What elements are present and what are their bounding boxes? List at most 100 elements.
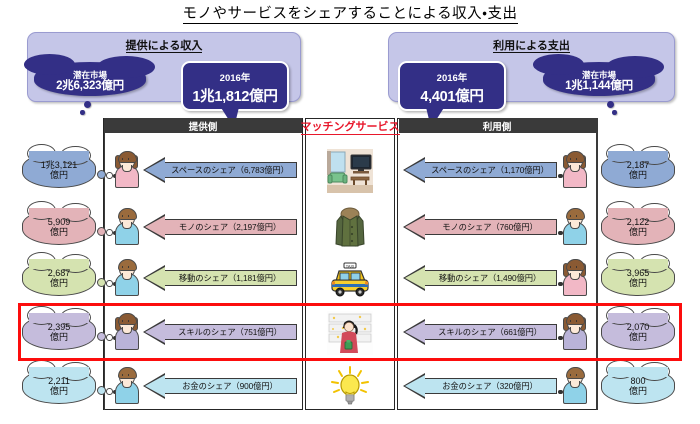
bubble-dot-medium (106, 334, 113, 341)
avatar-hair (117, 208, 137, 220)
table-row: 2,687 億円 (0, 252, 700, 309)
cloud-tail-dot-large-left (84, 101, 91, 108)
center-icon-person-working-icon (327, 311, 373, 355)
avatar-hair (565, 208, 585, 220)
arrow-head-fill (404, 215, 425, 238)
bubble-dot-small (557, 173, 563, 179)
arrow-label: スキルのシェア（661億円） (438, 327, 542, 337)
avatar-collar (122, 165, 132, 172)
thought-bubble-demand: 3,965 億円 (601, 252, 675, 296)
bubble-unit: 億円 (49, 170, 68, 181)
bubble-mask (608, 151, 668, 161)
avatar-hair (565, 151, 585, 163)
center-icon-taxi-icon: TAXI (327, 257, 373, 301)
cloud-demand-value: 1兆1,144億円 (565, 80, 633, 93)
bubble-text: 2,687 億円 (23, 261, 95, 289)
avatar-supply (115, 208, 139, 245)
arrow-head-fill (144, 215, 165, 238)
arrow-head (403, 214, 425, 240)
bubble-dot-large (97, 386, 106, 395)
avatar-collar (122, 273, 132, 280)
callout-supply-year: 2016年 (219, 73, 251, 84)
arrow-head-fill (404, 266, 425, 289)
arrow-label: モノのシェア（760億円） (442, 222, 538, 232)
cloud-tail-dot-small-left (80, 110, 85, 115)
bubble-text: 800 億円 (602, 369, 674, 397)
arrow-head-fill (144, 320, 165, 343)
column-header-supply: 提供側 (104, 118, 302, 133)
cloud-potential-market-demand: 潜在市場 1兆1,144億円 (532, 53, 664, 96)
bubble-dot-large (97, 227, 106, 236)
arrow-supply: 移動のシェア（1,181億円） (143, 265, 297, 291)
table-row: 2,395 億円 (0, 306, 700, 363)
avatar-supply (114, 313, 139, 350)
column-header-matching-text: マッチングサービス (300, 118, 400, 135)
avatar-hair (565, 259, 585, 271)
svg-text:TAXI: TAXI (346, 263, 355, 268)
arrow-demand: スキルのシェア（661億円） (403, 319, 557, 345)
arrow-head (143, 265, 165, 291)
arrow-supply: スキルのシェア（751億円） (143, 319, 297, 345)
thought-bubble-supply: 2,395 億円 (22, 306, 96, 350)
avatar-eye-left (569, 266, 572, 268)
avatar-supply (114, 151, 139, 188)
bubble-text: 2,187 億円 (602, 153, 674, 181)
bubble-unit: 億円 (628, 386, 647, 397)
thought-bubble-supply: 5,909 億円 (22, 201, 96, 245)
arrow-head-fill (404, 320, 425, 343)
bubble-value: 2,211 (48, 376, 70, 386)
center-icon-lightbulb-icon (327, 365, 373, 409)
bubble-mask (29, 313, 89, 323)
center-icon-living-room-icon (327, 149, 373, 193)
bubble-dot-medium (106, 280, 113, 287)
bubble-unit: 億円 (628, 170, 647, 181)
arrow-label: 移動のシェア（1,181億円） (178, 273, 282, 283)
bubble-value: 3,965 (626, 268, 650, 278)
bubble-dot-large (97, 170, 106, 179)
arrow-head (143, 373, 165, 399)
thought-bubble-supply: 2,211 億円 (22, 360, 96, 404)
avatar-eye-right (575, 215, 578, 217)
avatar-demand (563, 208, 587, 245)
callout-supply-value: 1兆1,812億円 (192, 89, 278, 105)
table-row: 2,211 億円 (0, 360, 700, 417)
avatar-collar (122, 327, 132, 334)
thought-bubble-demand: 2,070 億円 (601, 306, 675, 350)
arrow-supply: お金のシェア（900億円） (143, 373, 297, 399)
thought-bubble-supply: 1兆3,121 億円 (22, 144, 96, 188)
bubble-text: 2,211 億円 (23, 369, 95, 397)
avatar-hair (565, 313, 585, 325)
callout-2016-demand: 2016年 4,401億円 (398, 61, 506, 111)
bubble-unit: 億円 (49, 227, 68, 238)
arrow-demand: モノのシェア（760億円） (403, 214, 557, 240)
avatar-hair (117, 151, 137, 163)
avatar-demand (562, 259, 587, 296)
column-frame-matching (305, 118, 395, 410)
avatar-eye-left (569, 320, 572, 322)
arrow-label: スペースのシェア（1,170億円） (431, 165, 549, 175)
table-row: 5,909 億円 (0, 201, 700, 258)
bubble-value: 2,187 (626, 160, 650, 170)
avatar-eye-right (127, 266, 130, 268)
avatar-supply (115, 259, 139, 296)
avatar-collar (570, 327, 580, 334)
page-title-text: モノやサービスをシェアすることによる収入・支出 (182, 6, 518, 24)
avatar-hair (565, 367, 585, 379)
avatar-demand (562, 151, 587, 188)
arrow-demand: スペースのシェア（1,170億円） (403, 157, 557, 183)
arrow-label: お金のシェア（900億円） (182, 381, 278, 391)
bubble-value: 2,070 (626, 322, 650, 332)
bubble-text: 1兆3,121 億円 (23, 153, 95, 181)
cloud-supply-label: 潜在市場 (72, 70, 107, 80)
page-title: モノやサービスをシェアすることによる収入・支出 (0, 2, 700, 24)
bubble-dot-small (557, 389, 563, 395)
avatar-hair (117, 367, 137, 379)
avatar-eye-right (127, 158, 130, 160)
bubble-dot-large (97, 332, 106, 341)
arrow-head (143, 157, 165, 183)
avatar-eye-right (575, 320, 578, 322)
avatar-collar (122, 381, 132, 388)
avatar-eye-left (121, 215, 124, 217)
arrow-label: モノのシェア（2,197億円） (178, 222, 282, 232)
